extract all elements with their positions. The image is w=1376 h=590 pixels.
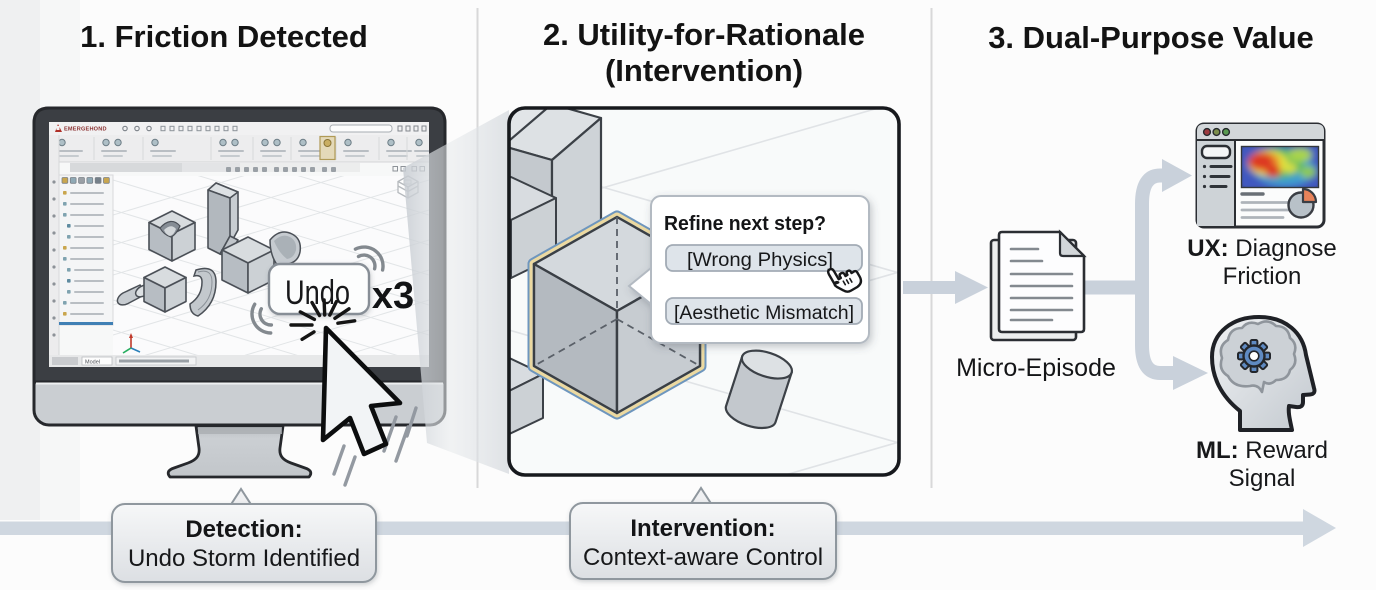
svg-text:ML: Reward: ML: Reward xyxy=(1196,437,1328,464)
svg-text:Friction: Friction xyxy=(1223,263,1302,290)
svg-text:3. Dual-Purpose Value: 3. Dual-Purpose Value xyxy=(988,20,1314,55)
svg-text:(Intervention): (Intervention) xyxy=(605,53,803,88)
svg-text:[Aesthetic Mismatch]: [Aesthetic Mismatch] xyxy=(674,303,854,324)
svg-text:Micro-Episode: Micro-Episode xyxy=(956,354,1116,382)
svg-text:EMERGEHOND: EMERGEHOND xyxy=(64,127,107,133)
svg-text:Model: Model xyxy=(85,360,100,366)
svg-text:x3: x3 xyxy=(372,275,414,317)
svg-text:UX: Diagnose: UX: Diagnose xyxy=(1187,235,1336,262)
svg-text:Refine next step?: Refine next step? xyxy=(664,213,826,235)
svg-text:Detection:: Detection: xyxy=(185,516,302,543)
svg-text:Undo Storm Identified: Undo Storm Identified xyxy=(128,545,360,572)
svg-text:Signal: Signal xyxy=(1229,465,1296,492)
svg-text:[Wrong Physics]: [Wrong Physics] xyxy=(687,250,833,271)
svg-text:1. Friction Detected: 1. Friction Detected xyxy=(80,19,368,54)
svg-text:Intervention:: Intervention: xyxy=(630,515,775,542)
svg-text:2. Utility-for-Rationale: 2. Utility-for-Rationale xyxy=(543,17,865,52)
svg-text:Undo: Undo xyxy=(285,274,350,312)
svg-text:Context-aware Control: Context-aware Control xyxy=(583,544,823,571)
